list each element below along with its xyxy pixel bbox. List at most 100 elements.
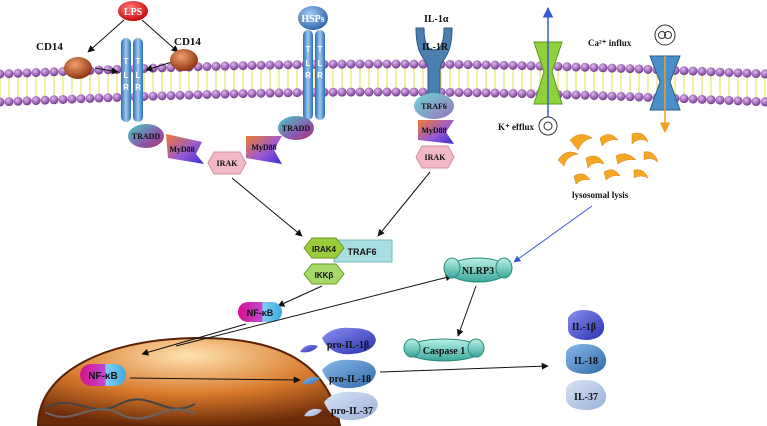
lipid-head-outer (400, 59, 410, 69)
lipid-head-inner (40, 95, 50, 105)
cd14-right (170, 49, 198, 71)
irak4-label: IRAK4 (312, 245, 337, 254)
il18: IL-18 (566, 344, 607, 374)
lipid-head-inner (499, 88, 509, 98)
hsps-molecule: HSPs (298, 6, 328, 30)
lipid-head-inner (274, 88, 284, 98)
lipid-head-inner (580, 90, 590, 100)
lipid-head-outer (391, 59, 401, 69)
ion-icon-k (538, 116, 558, 136)
traf6-mid-label: TRAF6 (348, 247, 377, 257)
il1b-label: IL-1β (572, 322, 596, 333)
lipid-head-outer (526, 61, 536, 71)
traf6-top: TRAF6 (414, 93, 454, 119)
lipid-head-inner (562, 90, 572, 100)
lipid-head-inner (706, 95, 716, 105)
lipid-head-outer (625, 64, 635, 74)
irak4: IRAK4 (303, 237, 345, 259)
lipid-head-inner (148, 91, 158, 101)
lipid-head-inner (67, 94, 77, 104)
tlr-left-e: L (136, 71, 141, 80)
lipid-head-inner (409, 87, 419, 97)
lipid-head-inner (517, 89, 527, 99)
lipid-head-inner (256, 88, 266, 98)
il1a-label: IL-1α (424, 14, 449, 25)
lipid-head-inner (202, 90, 212, 100)
lipid-head-outer (49, 67, 59, 77)
lipid-head-inner (373, 87, 383, 97)
lipid-head-outer (724, 67, 734, 77)
lipid-head-inner (571, 90, 581, 100)
lysosome-fragments (557, 132, 659, 185)
lipid-head-inner (715, 95, 725, 105)
lipid-head-inner (760, 97, 767, 107)
lipid-head-outer (382, 59, 392, 69)
nlrp3: NLRP3 (443, 257, 513, 283)
ca-influx-label: Ca²⁺ influx (588, 38, 632, 48)
lipid-head-inner (4, 97, 14, 107)
lipid-head-inner (445, 87, 455, 97)
lipid-head-outer (292, 60, 302, 70)
lipid-head-outer (562, 62, 572, 72)
lipid-head-inner (103, 93, 113, 103)
ca-channel (649, 55, 681, 134)
lipid-head-outer (598, 63, 608, 73)
tlr4-mid-receptor: T L R T L R (303, 30, 325, 120)
lipid-head-inner (733, 96, 743, 106)
lipid-head-inner (472, 88, 482, 98)
tlr-mid-f: R (317, 71, 323, 80)
lipid-head-inner (94, 93, 104, 103)
myd88-left-label: MyD88 (169, 145, 194, 154)
ikkb-label: IKKβ (315, 271, 334, 280)
lipid-head-outer (103, 65, 113, 75)
lipid-head-outer (409, 59, 419, 69)
pro-il18-label: pro-IL-18 (329, 374, 371, 385)
lipid-head-inner (193, 90, 203, 100)
caspase1: Caspase 1 (403, 338, 485, 362)
lipid-head-outer (715, 67, 725, 77)
lipid-head-outer (355, 59, 365, 69)
lipid-head-inner (229, 89, 239, 99)
lipid-head-inner (616, 91, 626, 101)
tradd-left-label: TRADD (132, 132, 161, 141)
nucleus (36, 336, 342, 426)
k-channel (533, 6, 563, 120)
lipid-head-outer (481, 60, 491, 70)
tlr-left-c: R (123, 83, 129, 92)
lipid-head-outer (40, 67, 50, 77)
lipid-head-outer (499, 60, 509, 70)
cell-membrane (0, 59, 767, 107)
lipid-head-outer (472, 60, 482, 70)
myd88-left: MyD88 (166, 134, 204, 164)
lipid-head-outer (643, 64, 653, 74)
lipid-head-inner (337, 87, 347, 97)
myd88-mid-label: MyD88 (251, 143, 276, 152)
tradd-right-label: TRADD (282, 124, 311, 133)
tradd-right: TRADD (278, 116, 314, 140)
tlr-left-d: T (136, 57, 141, 66)
nfkb-cyto-label: NF-κB (247, 308, 274, 318)
lipid-head-inner (292, 88, 302, 98)
lipid-head-inner (355, 87, 365, 97)
lipid-head-inner (634, 92, 644, 102)
lipid-head-outer (220, 61, 230, 71)
lipid-head-inner (247, 88, 257, 98)
lipid-head-inner (391, 87, 401, 97)
lipid-head-outer (256, 60, 266, 70)
lipid-head-outer (733, 68, 743, 78)
lipid-head-outer (247, 60, 257, 70)
lipid-head-outer (688, 66, 698, 76)
tlr-mid-b: L (306, 59, 311, 68)
lipid-head-inner (679, 94, 689, 104)
nfkb-cytoplasm: NF-κB (238, 302, 282, 322)
irak-left-label: IRAK (217, 159, 239, 168)
il37: IL-37 (566, 380, 607, 410)
lipid-head-outer (508, 60, 518, 70)
lipid-head-inner (76, 94, 86, 104)
lipid-head-outer (616, 63, 626, 73)
lps-molecule: LPS (118, 1, 148, 21)
lipid-head-inner (697, 94, 707, 104)
lipid-head-outer (454, 59, 464, 69)
lipid-head-inner (184, 90, 194, 100)
cd14-right-label: CD14 (174, 36, 201, 48)
